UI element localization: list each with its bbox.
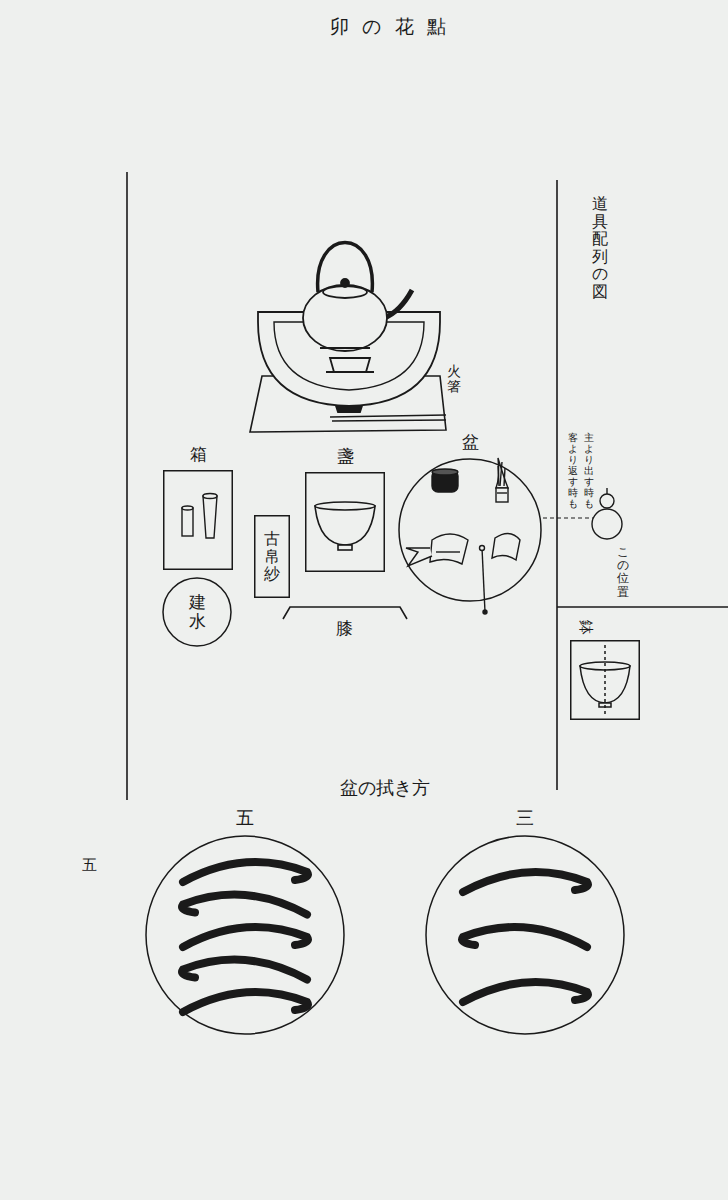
tray-circle: 三 xyxy=(425,835,625,1035)
item-name: 建水 xyxy=(189,593,206,630)
outline xyxy=(306,473,385,572)
item-heading: 盆 xyxy=(462,432,479,452)
wiping-stroke xyxy=(182,895,307,915)
tray-items xyxy=(406,458,520,614)
page-number: 五 xyxy=(82,856,97,875)
box-frame-outline xyxy=(163,470,233,570)
position-name: 膝 xyxy=(336,617,353,640)
note: 客より返す時も xyxy=(568,432,578,509)
gourd-marker xyxy=(592,488,622,539)
item-heading: 五 xyxy=(236,807,254,829)
tray-circle: 盆 xyxy=(398,458,542,602)
tray-circle-outline xyxy=(398,458,542,602)
knee-bracket xyxy=(283,607,407,619)
wiping-stroke xyxy=(183,927,308,947)
outline xyxy=(255,516,290,598)
tray-circle-outline xyxy=(145,835,345,1035)
box-items xyxy=(182,494,217,539)
outline xyxy=(571,641,640,720)
fire-chopsticks xyxy=(330,415,446,421)
wiping-stroke xyxy=(183,862,308,882)
tray-circle: 五 xyxy=(145,835,345,1035)
tray-circle-outline xyxy=(425,835,625,1035)
kettle xyxy=(303,243,412,352)
outline xyxy=(164,471,233,570)
waste-water-circle: 建水 xyxy=(162,577,232,647)
guest-frame-outline xyxy=(570,640,640,720)
wiping-stroke xyxy=(463,982,588,1002)
item-heading: 箱 xyxy=(190,444,207,464)
guest-frame: 鉢 xyxy=(570,640,640,720)
guest-bowl xyxy=(580,645,630,716)
note: この位置 xyxy=(617,546,629,599)
outline xyxy=(163,578,231,646)
outline xyxy=(426,836,624,1034)
box-frame: 箱 xyxy=(163,470,233,570)
item-heading: 鉢 xyxy=(577,620,595,635)
part-name: 火箸 xyxy=(447,364,461,395)
cloth-frame: 古帛紗 xyxy=(254,515,290,598)
wiping-stroke xyxy=(183,992,308,1012)
outline xyxy=(399,459,541,601)
bowl-frame: 盞 xyxy=(305,472,385,572)
item-name: 古帛紗 xyxy=(264,530,280,583)
outline xyxy=(146,836,344,1034)
page-title: 卯の花點 xyxy=(330,14,459,40)
tea-bowl xyxy=(315,502,375,550)
figure-title: 道具配列の図 xyxy=(592,195,608,301)
bowl-frame-outline xyxy=(305,472,385,572)
position-leader xyxy=(543,517,598,518)
item-heading: 三 xyxy=(516,807,534,829)
wiping-strokes xyxy=(182,862,588,1012)
item-heading: 盞 xyxy=(337,446,354,466)
wiping-stroke xyxy=(462,927,587,947)
wiping-stroke xyxy=(182,960,307,980)
frame-lines xyxy=(127,172,728,800)
figure-title: 盆の拭き方 xyxy=(340,776,430,800)
note: 主より出す時も xyxy=(584,432,594,509)
wiping-stroke xyxy=(463,872,588,892)
